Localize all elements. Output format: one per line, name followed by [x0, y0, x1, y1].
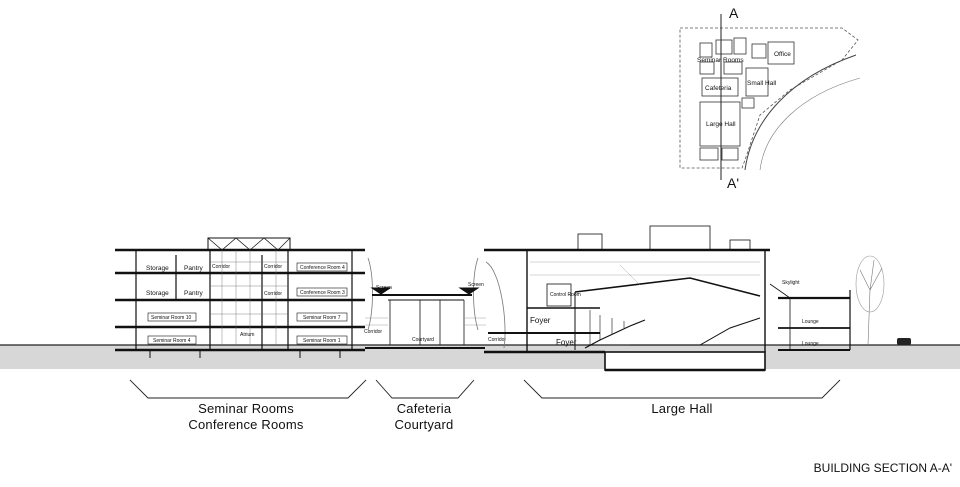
- label-lounge-upper: Lounge: [802, 319, 819, 325]
- plan-label-cafeteria: Cafeteria: [705, 85, 732, 92]
- label-conference-room-4: Conference Room 4: [300, 265, 345, 271]
- zone3-line1: Large Hall: [651, 401, 712, 416]
- label-screen-left: Screen: [376, 285, 392, 291]
- plan-label-small-hall: Small Hall: [747, 80, 777, 87]
- cut-start-label: A: [729, 5, 739, 21]
- section-title: BUILDING SECTION A-A': [814, 461, 952, 475]
- label-seminar-room-4: Seminar Room 4: [153, 338, 191, 344]
- zone-brackets: [129, 379, 841, 399]
- label-courtyard: Courtyard: [412, 337, 434, 343]
- large-hall-labels: Control Room Foyer Foyer Skylight Lounge…: [530, 280, 819, 347]
- car-figure: [897, 338, 911, 345]
- plan-block: [699, 147, 719, 161]
- plan-label-seminar-rooms: Seminar Rooms: [697, 57, 744, 64]
- zone2-line2: Courtyard: [395, 417, 454, 432]
- plan-block-small-hall: [745, 67, 769, 97]
- label-corridor-c: Corridor: [264, 291, 282, 297]
- label-foyer-lower: Foyer: [556, 338, 577, 347]
- key-plan: A A' Seminar Rooms Office Small Hall Caf…: [679, 5, 861, 191]
- zone2-line1: Cafeteria: [397, 401, 452, 416]
- seminar-building: [115, 237, 365, 358]
- plan-block: [733, 37, 747, 55]
- zone-bracket-seminar: [129, 379, 367, 399]
- label-skylight: Skylight: [782, 280, 800, 286]
- tree: [855, 255, 885, 346]
- label-corridor-d: Corridor: [364, 329, 382, 335]
- label-seminar-room-1: Seminar Room 1: [303, 338, 341, 344]
- street-curve-inner: [759, 77, 861, 171]
- zone-labels: Seminar Rooms Conference Rooms Cafeteria…: [188, 401, 712, 432]
- plan-label-office: Office: [774, 51, 791, 58]
- label-lounge-lower: Lounge: [802, 341, 819, 347]
- zone1-line1: Seminar Rooms: [198, 401, 294, 416]
- label-storage-lower: Storage: [146, 290, 169, 297]
- label-foyer-upper: Foyer: [530, 316, 551, 325]
- plan-block: [751, 43, 767, 59]
- label-pantry-lower: Pantry: [184, 290, 204, 297]
- label-seminar-room-7: Seminar Room 7: [303, 315, 341, 321]
- label-pantry-upper: Pantry: [184, 265, 204, 272]
- plan-block: [699, 61, 715, 75]
- label-corridor-mid: Corridor: [488, 337, 506, 343]
- large-hall-building: [484, 225, 851, 372]
- label-corridor-a: Corridor: [212, 264, 230, 270]
- plan-block: [715, 39, 733, 55]
- site-boundary: [679, 27, 859, 169]
- label-atrium: Atrium: [240, 332, 254, 338]
- plan-block: [699, 42, 713, 58]
- label-seminar-room-10: Seminar Room 10: [151, 315, 192, 321]
- label-screen-right: Screen: [468, 282, 484, 288]
- plan-block-office: [767, 41, 795, 65]
- zone1-line2: Conference Rooms: [188, 417, 303, 432]
- plan-block: [741, 97, 755, 109]
- street-curve: [744, 54, 857, 171]
- label-storage-upper: Storage: [146, 265, 169, 272]
- plan-block-large-hall: [699, 101, 741, 147]
- cafeteria-labels: Screen Screen Courtyard Corridor: [376, 282, 506, 343]
- label-corridor-b: Corridor: [264, 264, 282, 270]
- label-control-room: Control Room: [550, 292, 581, 298]
- zone-bracket-large-hall: [523, 379, 841, 399]
- plan-block-cafeteria: [701, 77, 739, 97]
- plan-block: [721, 147, 739, 161]
- plan-block: [723, 61, 743, 75]
- label-conference-room-3: Conference Room 3: [300, 290, 345, 296]
- cafeteria-block: [365, 257, 486, 349]
- seminar-building-labels: Storage Pantry Storage Pantry Seminar Ro…: [146, 264, 382, 344]
- plan-label-large-hall: Large Hall: [706, 121, 736, 128]
- zone-bracket-cafeteria: [375, 379, 475, 399]
- cut-end-label: A': [727, 175, 739, 191]
